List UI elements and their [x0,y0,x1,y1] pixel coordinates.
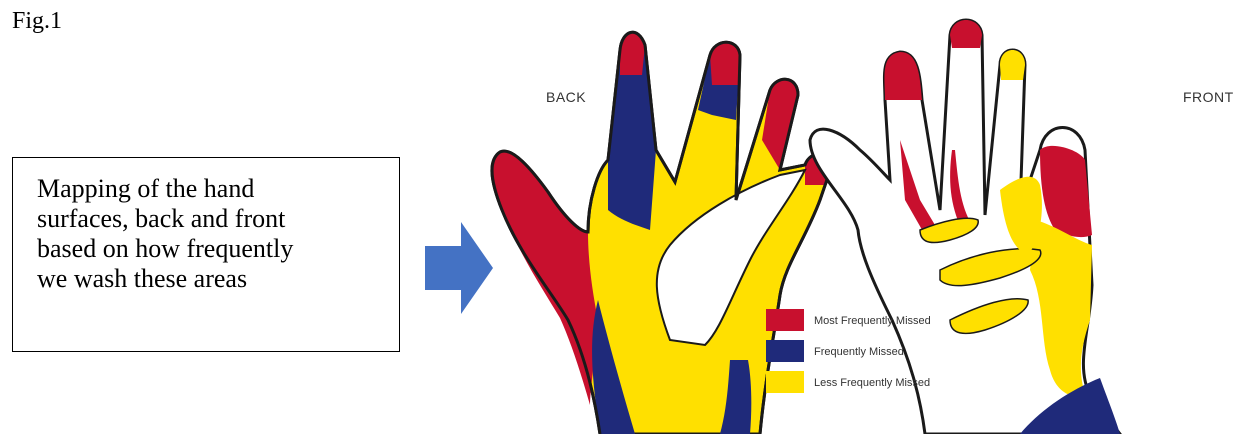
caption-line-3: based on how frequently [37,234,399,264]
legend-label-less: Less Frequently Missed [814,377,930,389]
back-label: BACK [546,89,586,105]
legend-swatch-less [766,371,804,393]
front-hand: FRONT [810,20,1234,434]
legend-label-frequent: Frequently Missed [814,346,904,358]
hands-diagram: BACK FRONT Most Frequently Missed Freque… [480,0,1257,434]
front-hand-yellow-tip-3 [1000,50,1025,80]
legend-swatch-frequent [766,340,804,362]
caption-line-2: surfaces, back and front [37,204,399,234]
figure-label: Fig.1 [12,8,62,35]
front-hand-red-tip-1 [884,52,922,100]
front-label: FRONT [1183,89,1234,105]
caption-line-1: Mapping of the hand [37,174,399,204]
legend-swatch-most [766,309,804,331]
caption-box: Mapping of the hand surfaces, back and f… [12,157,400,352]
caption-line-4: we wash these areas [37,264,399,294]
legend-label-most: Most Frequently Missed [814,315,931,327]
